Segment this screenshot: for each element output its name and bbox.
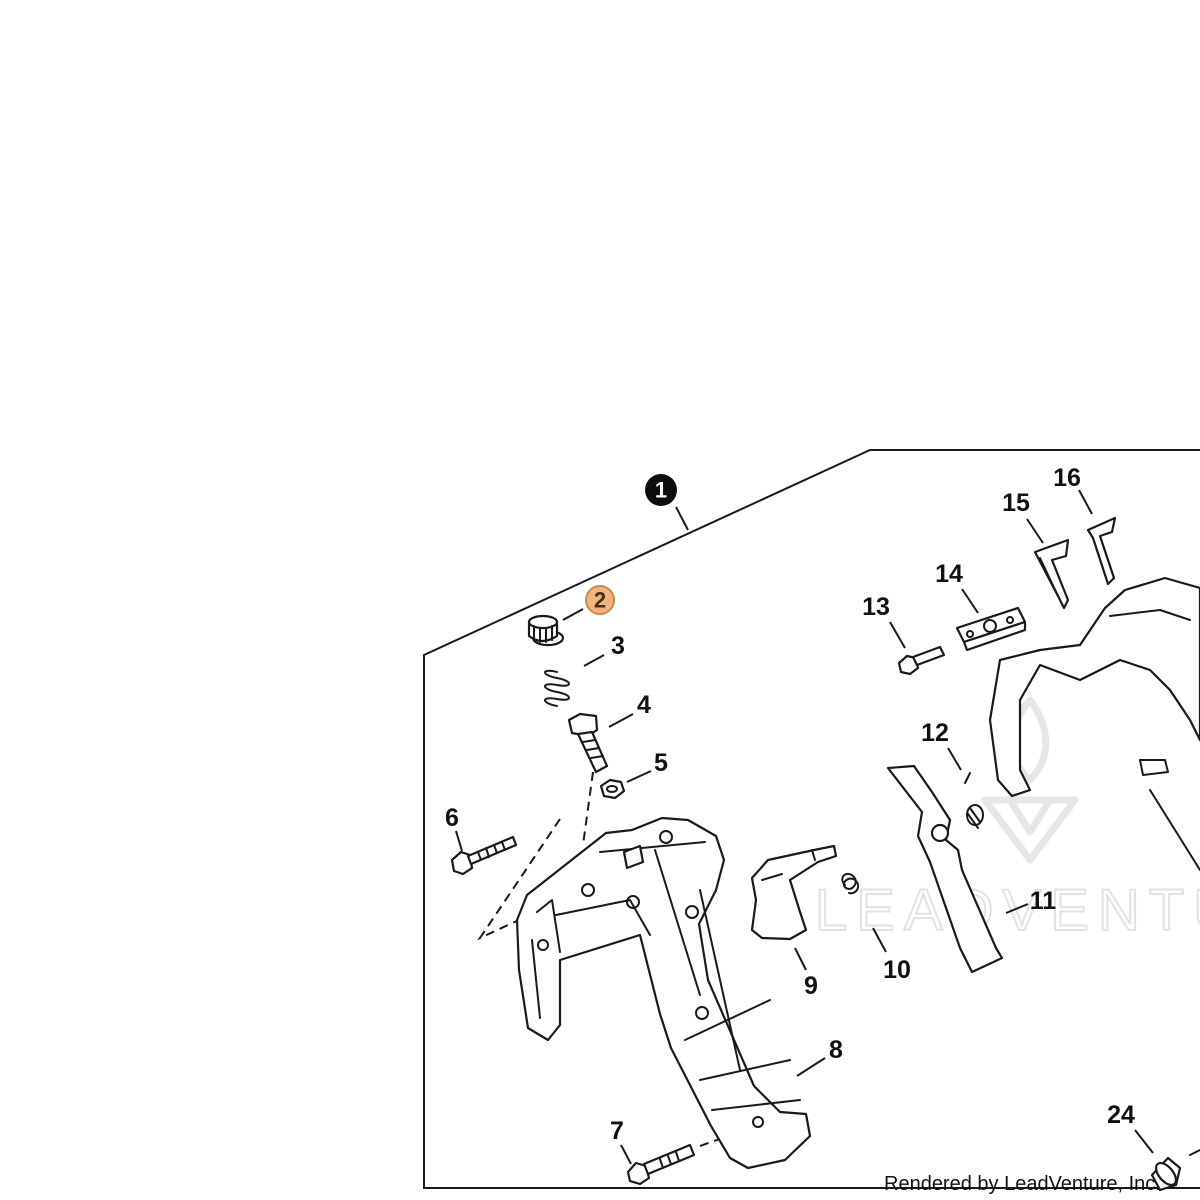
- part-7-bolt: [626, 1143, 696, 1186]
- part-4-stud: [567, 712, 609, 774]
- part-12-spring: [964, 772, 984, 829]
- callout-label: 16: [1053, 464, 1081, 492]
- callout-label: 13: [862, 593, 890, 621]
- callout-label: 24: [1107, 1101, 1135, 1129]
- callout-4[interactable]: 4: [637, 691, 651, 719]
- callout-8[interactable]: 8: [829, 1036, 843, 1064]
- render-credit: Rendered by LeadVenture, Inc.: [884, 1173, 1161, 1195]
- part-10-spring: [841, 872, 860, 895]
- part-5-nut: [599, 778, 626, 800]
- callout-1[interactable]: 1: [645, 474, 677, 506]
- callout-12[interactable]: 12: [921, 719, 949, 747]
- part-6-bolt: [450, 835, 518, 876]
- callout-badge: [645, 474, 677, 506]
- callout-label: 7: [610, 1117, 624, 1145]
- leader-lines: [455, 489, 1154, 1165]
- callout-7[interactable]: 7: [610, 1117, 624, 1145]
- callout-14[interactable]: 14: [935, 560, 963, 588]
- callout-label: 10: [883, 956, 911, 984]
- callout-6[interactable]: 6: [445, 804, 459, 832]
- callout-badge: [585, 585, 615, 615]
- part-9-trigger-lever: [750, 844, 838, 941]
- part-2-knob: [527, 614, 565, 647]
- callout-label: 8: [829, 1036, 843, 1064]
- callout-label: 9: [804, 972, 818, 1000]
- callout-label: 5: [654, 749, 668, 777]
- callout-label: 4: [637, 691, 651, 719]
- watermark-text: LEADVENTURE: [815, 878, 1200, 943]
- callout-label: 12: [921, 719, 949, 747]
- callout-10[interactable]: 10: [883, 956, 911, 984]
- kit-boundary: [423, 449, 1200, 1189]
- parts: [450, 516, 1200, 1192]
- part-15-clip: [1033, 538, 1070, 610]
- part-13-screw: [897, 645, 946, 676]
- callout-label: 11: [1030, 887, 1057, 915]
- callout-3[interactable]: 3: [611, 632, 625, 660]
- callout-11[interactable]: 11: [1030, 887, 1057, 915]
- callout-label: 2: [594, 588, 606, 613]
- callout-label: 3: [611, 632, 625, 660]
- callout-15[interactable]: 15: [1002, 489, 1030, 517]
- callout-24[interactable]: 24: [1107, 1101, 1135, 1129]
- part-11-lockout-lever: [886, 764, 1004, 974]
- housing-right: [988, 576, 1200, 871]
- callout-5[interactable]: 5: [654, 749, 668, 777]
- part-8-handle-housing: [515, 816, 812, 1170]
- callout-label: 15: [1002, 489, 1030, 517]
- callout-13[interactable]: 13: [862, 593, 890, 621]
- callout-label: 6: [445, 804, 459, 832]
- watermark: LEADVENTURE: [814, 696, 1200, 944]
- part-3-spring: [544, 669, 570, 707]
- callout-label: 1: [655, 478, 667, 503]
- callout-9[interactable]: 9: [804, 972, 818, 1000]
- callout-2[interactable]: 2: [585, 585, 615, 615]
- callout-16[interactable]: 16: [1053, 464, 1081, 492]
- callout-label: 14: [935, 560, 963, 588]
- part-24-fitting: [1150, 1149, 1200, 1192]
- part-16-clip: [1086, 516, 1117, 586]
- part-14-bracket: [955, 606, 1027, 652]
